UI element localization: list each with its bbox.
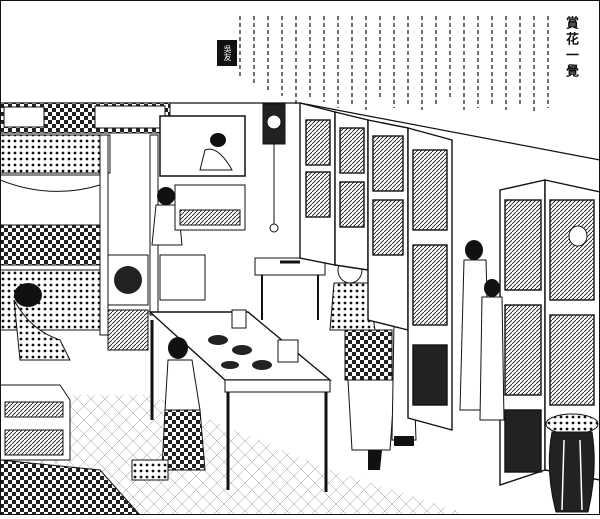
figure-standing-man [329, 256, 396, 470]
side-cabinet [159, 184, 246, 301]
lower-left-cabinet [0, 384, 142, 516]
picture-title: 賞花一覺 [563, 16, 578, 80]
figure-kneeling-left [13, 283, 71, 361]
figures-behind-screen [459, 225, 588, 421]
figure-seated-woman [131, 337, 206, 481]
inscription-columns [239, 16, 549, 112]
folding-screen [299, 102, 600, 486]
canopy-bed [0, 102, 171, 351]
dining-table [148, 309, 332, 492]
hanging-scroll [159, 115, 246, 177]
artist-seal: 吳友 [217, 40, 237, 66]
wall-clock [262, 103, 286, 233]
small-table [254, 257, 326, 320]
flower-vase [545, 413, 599, 513]
